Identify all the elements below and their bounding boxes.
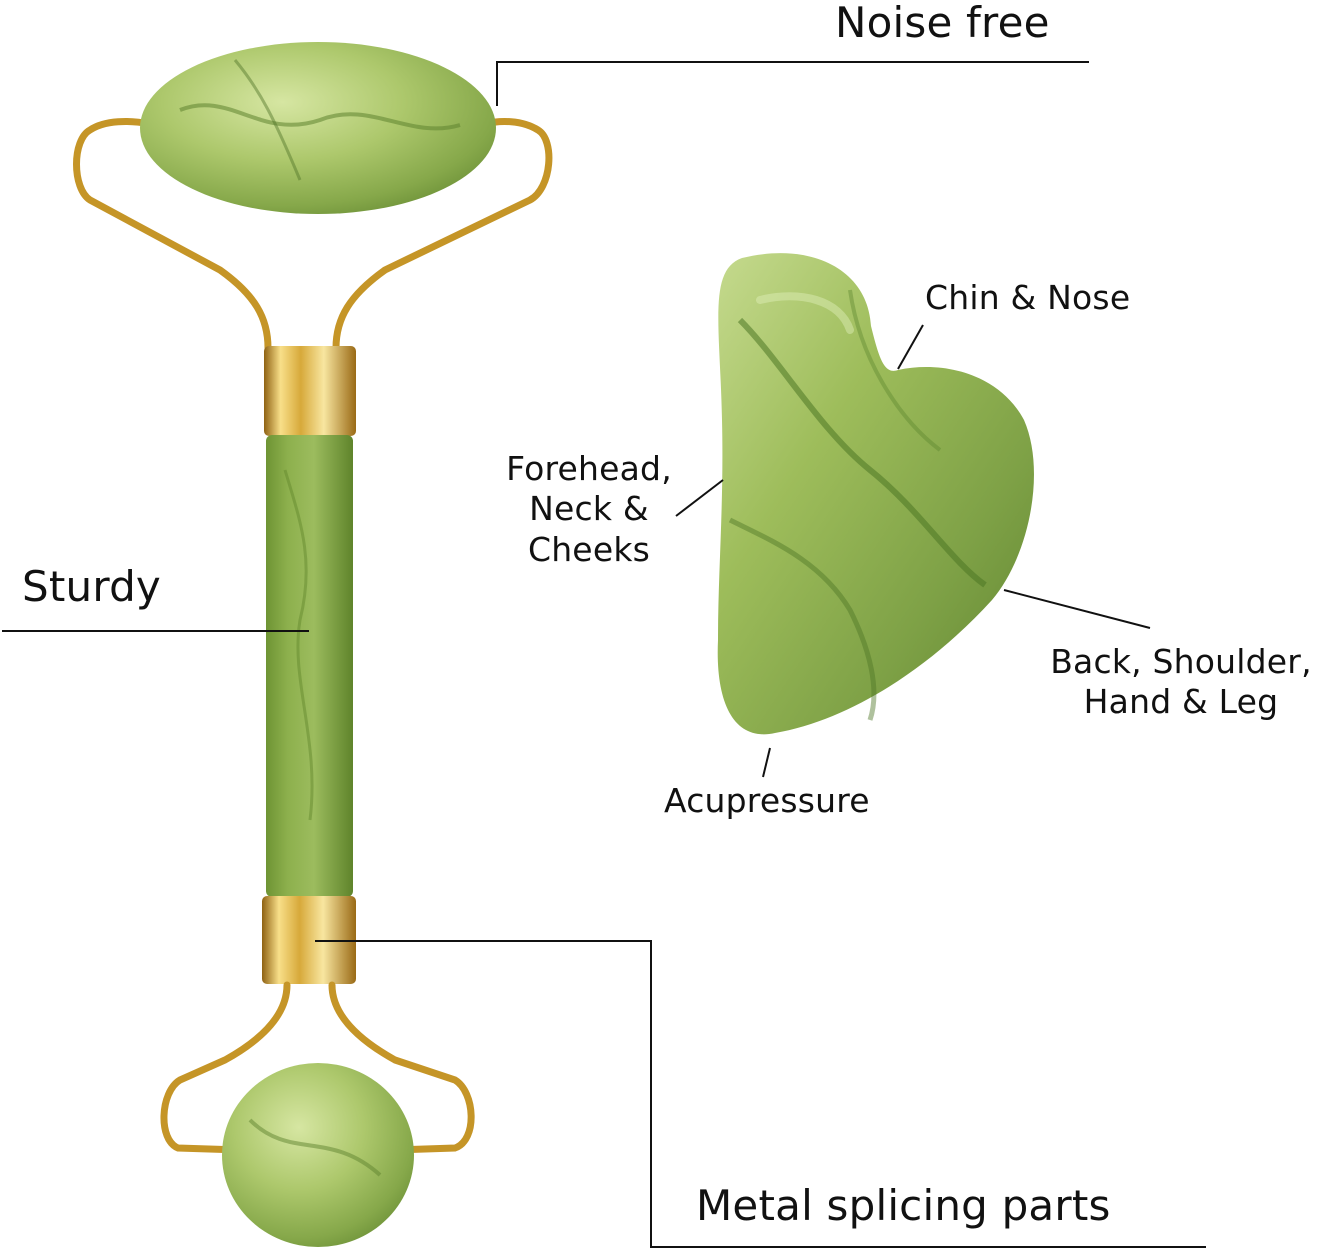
back-line-2: Hand & Leg [1083, 682, 1279, 722]
noise-free-label: Noise free [835, 0, 1050, 47]
forehead-line-1: Forehead, [506, 449, 672, 488]
handle-vein [283, 469, 314, 821]
gua-sha-stone-icon [717, 253, 1034, 735]
bottom-gold-band [262, 896, 356, 984]
metal-splicing-callout-line [315, 940, 1206, 1248]
top-stone-vein [179, 103, 461, 131]
gua-sha-vein-3 [848, 289, 942, 452]
metal-splicing-parts-label: Metal splicing parts [696, 1181, 1111, 1230]
chin-nose-label: Chin & Nose [925, 278, 1131, 317]
gua-sha-body [717, 253, 1034, 735]
forehead-callout-line [675, 479, 724, 517]
top-jade-stone [140, 42, 496, 214]
jade-handle [266, 435, 353, 897]
acupressure-label: Acupressure [664, 781, 870, 820]
forehead-line-2: Neck & [529, 489, 649, 529]
forehead-line-3: Cheeks [527, 529, 651, 569]
bottom-frame-wire-left [160, 981, 291, 1154]
top-gold-band [264, 346, 356, 436]
callout-lines [2, 61, 1206, 1248]
top-frame-wire-right [332, 118, 553, 352]
noise-free-callout-line [496, 61, 1089, 106]
top-stone-vein-2 [233, 59, 302, 181]
acupressure-callout-line [762, 747, 771, 778]
gua-sha-highlight [756, 292, 854, 334]
sturdy-label: Sturdy [22, 562, 161, 611]
bottom-stone-vein [248, 1118, 382, 1177]
back-callout-line [1003, 589, 1151, 629]
back-line-1: Back, Shoulder, [1050, 642, 1312, 681]
forehead-neck-cheeks-label: Forehead, Neck & Cheeks [486, 449, 692, 570]
bottom-frame-wire-right [328, 981, 475, 1154]
top-frame-wire [73, 118, 272, 352]
gua-sha-vein-1 [737, 317, 987, 588]
bottom-jade-stone [222, 1063, 414, 1247]
gua-sha-vein-2 [728, 517, 877, 721]
chin-nose-callout-line [897, 324, 924, 370]
back-shoulder-hand-leg-label: Back, Shoulder, Hand & Leg [1028, 642, 1334, 723]
jade-roller-icon [73, 42, 553, 1247]
